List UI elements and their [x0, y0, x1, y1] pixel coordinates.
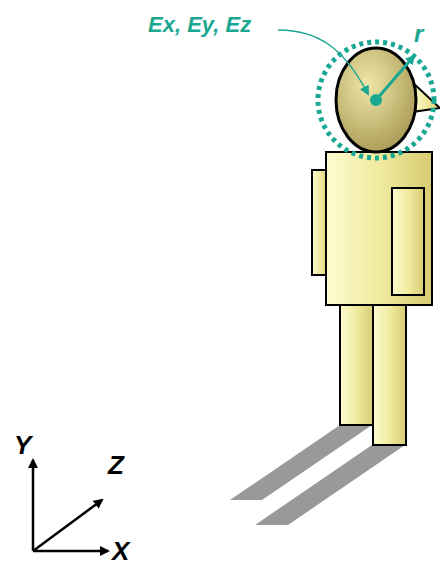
axis-label: Y: [14, 432, 31, 458]
axis-label: X: [112, 538, 129, 564]
shadow: [255, 445, 405, 525]
axis-y: [32, 460, 35, 551]
torso: [326, 152, 432, 305]
arm: [392, 188, 424, 295]
leader-line: [278, 30, 368, 94]
observation-sphere: [318, 42, 434, 158]
axis-x: [33, 550, 108, 553]
leg: [340, 300, 373, 425]
field-label: Ex, Ey, Ez: [148, 14, 251, 36]
axis-z: [33, 500, 102, 551]
radius-arrow: [376, 56, 414, 100]
leg: [373, 300, 406, 445]
axis-label: Z: [108, 452, 124, 478]
radius-label: r: [414, 22, 423, 46]
